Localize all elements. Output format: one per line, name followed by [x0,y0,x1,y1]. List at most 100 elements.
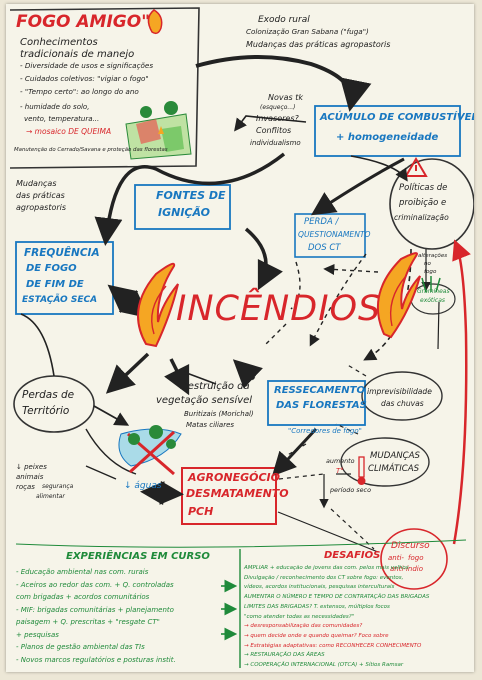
fogo-amigo-item: Manutenção do Cerrado/Savana e proteção … [14,147,168,153]
poster: FOGO AMIGO" Conhecimentos tradicionais d… [6,4,474,672]
arrow-exodo-acumulo [195,54,372,112]
mosaic-doodle-icon [125,101,192,160]
exodo-line: Mudanças das práticas agropastoris [246,40,391,49]
fogo-amigo-subtitle: Conhecimentos tradicionais de manejo [20,37,135,60]
connector-layer [9,7,474,668]
politicas-line: criminalização [394,213,449,222]
desafios-title: DESAFIOS [324,550,381,561]
alteracoes-line: no [424,261,431,267]
perdas-line: Perdas de [22,389,75,401]
exodo-line: Exodo rural [258,15,310,25]
desafios-item: AMPLIAR + educação de jovens das com. pe… [244,565,409,571]
frequencia-line: DE FIM DE [26,279,84,290]
imprevisibilidade-line: das chuvas [381,399,424,408]
agronegocio-line: AGRONEGÓCIO [188,471,280,484]
peixes-line: alimentar [36,493,65,500]
fogo-amigo-box-outline [9,7,200,169]
novas-tk-line: Novas tk [268,93,303,102]
alteracoes-line: alterações [418,253,448,259]
gramineas-line: Gramíneas [417,288,450,295]
fontes-title: FONTES DE [156,189,226,202]
fogo-amigo-item: - "Tempo certo": ao longo do ano [20,87,139,96]
divider-line [15,539,467,548]
mudancas-praticas-line: das práticas [16,191,65,200]
mudancas-climaticas-ellipse [340,437,430,487]
peixes-line: ↓ peixes [16,463,47,471]
perdas-line: Território [22,405,70,417]
desafios-item: LIMITES DAS BRIGADAS? T. extensos, múlti… [244,603,390,610]
politicas-ellipse [389,158,474,250]
ressecamento-box-outline [267,380,366,426]
peixes-line: segurança [42,483,74,490]
agronegocio-line: PCH [188,505,214,518]
alteracoes-line: fogo [424,269,437,275]
mudancas-climaticas-line: MUDANÇAS [370,451,420,461]
desafios-item: AUMENTAR O NÚMERO E TEMPO DE CONTRATAÇÃO… [244,594,430,601]
desafios-list: AMPLIAR + educação de jovens das com. pe… [244,564,429,671]
aumento-line: T° [336,467,344,475]
novas-tk-line: (esqueço...) [260,104,296,111]
periodo-seco-label: período seco [330,486,371,494]
thermometer-icon [357,456,366,485]
grass-icon [421,276,441,293]
aumento-line: aumento [326,457,355,465]
flame-right-icon [376,252,421,339]
perda-ct-line: DOS CT [308,243,341,253]
novas-tk-line: Conflitos [256,126,292,135]
ressecamento-line: RESSECAMENTO [274,385,365,396]
discurso-line: fogo [408,554,424,562]
experiencias-item: - Planos de gestão ambiental das TIs [16,643,145,651]
experiencias-item: + pesquisas [16,630,59,639]
experiencias-title: EXPERIÊNCIAS EM CURSO [66,551,210,562]
experiencias-item: - Novos marcos regulatórios e posturas i… [16,655,176,664]
arrow-novas-tk [234,115,307,132]
frequencia-line: FREQUÊNCIA [24,247,100,259]
desafios-item: "como atender todas as necessidades?" [244,613,355,620]
discurso-line: Discurso [391,541,430,551]
frequencia-line: ESTAÇÃO SECA [22,295,98,305]
arrow-fontes-incendios [244,227,283,291]
desafios-item: → desresponsabilização das comunidades? [244,623,363,630]
experiencias-list: - Educação ambiental nas com. rurais - A… [16,566,176,666]
incendios-title: INCÊNDIOS [176,289,382,329]
experiencias-item: - Educação ambiental nas com. rurais [16,568,149,576]
flame-left-icon [137,262,179,348]
fogo-amigo-item: - Diversidade de usos e significações [20,61,154,70]
aguas-label: ↓ águas [124,481,162,491]
exodo-line: Colonização Gran Sabana ("fuga") [246,27,369,36]
desafios-item: vídeos, acordos institucionais, pesquisa… [244,584,395,591]
mudancas-praticas-line: Mudanças [16,179,57,188]
vegetation-doodle-icon [118,425,182,476]
politicas-line: Políticas de [399,183,448,193]
experiencias-item: com brigadas + acordos comunitários [16,593,150,601]
desafios-item: → RESTAURAÇÃO DAS ÁREAS [244,652,325,659]
gramineas-line: exóticas [420,297,446,304]
imprevisibilidade-ellipse [361,371,443,421]
ressecamento-line: DAS FLORESTAS [276,400,367,411]
warning-triangle-icon [404,157,428,177]
arrow-politicas-perda [310,157,405,216]
novas-tk-line: Invasores? [256,114,299,123]
politicas-line: proibição e [399,198,447,208]
desafios-item: → COOPERAÇÃO INTERNACIONAL (OTCA) + Síti… [244,662,404,669]
perdas-ellipse [13,375,95,433]
acumulo-title: ACÚMULO DE COMBUSTÍVEL [320,112,474,123]
fontes-subtitle: IGNIÇÃO [158,206,211,219]
peixes-line: animais [16,473,44,481]
arrow-to-frequencia [94,152,286,246]
mudancas-climaticas-line: CLIMÁTICAS [368,464,420,474]
experiencias-item: - Aceiros ao redor das com. + Q. control… [16,580,174,589]
desafios-item: → quem decide onde e quando queimar? Foc… [244,632,389,639]
desafios-item: Divulgação / reconhecimento dos CT sobre… [244,574,404,581]
novas-tk-line: individualismo [250,139,301,147]
discurso-line: anti- [388,554,404,562]
desafios-item: → Estratégias adaptativas: como RECONHEC… [244,642,422,649]
mudancas-praticas-line: agropastoris [16,203,67,212]
experiencias-item: paisagem + Q. prescritas + "resgate CT" [16,618,160,626]
destruicao-line: vegetação sensível [156,395,253,406]
agronegocio-line: DESMATAMENTO [186,487,289,500]
frequencia-box-outline [15,241,114,315]
arrow-discurso-politicas [452,239,471,545]
arrow-incendios-perdas [105,352,150,394]
acumulo-box-outline [314,105,461,157]
